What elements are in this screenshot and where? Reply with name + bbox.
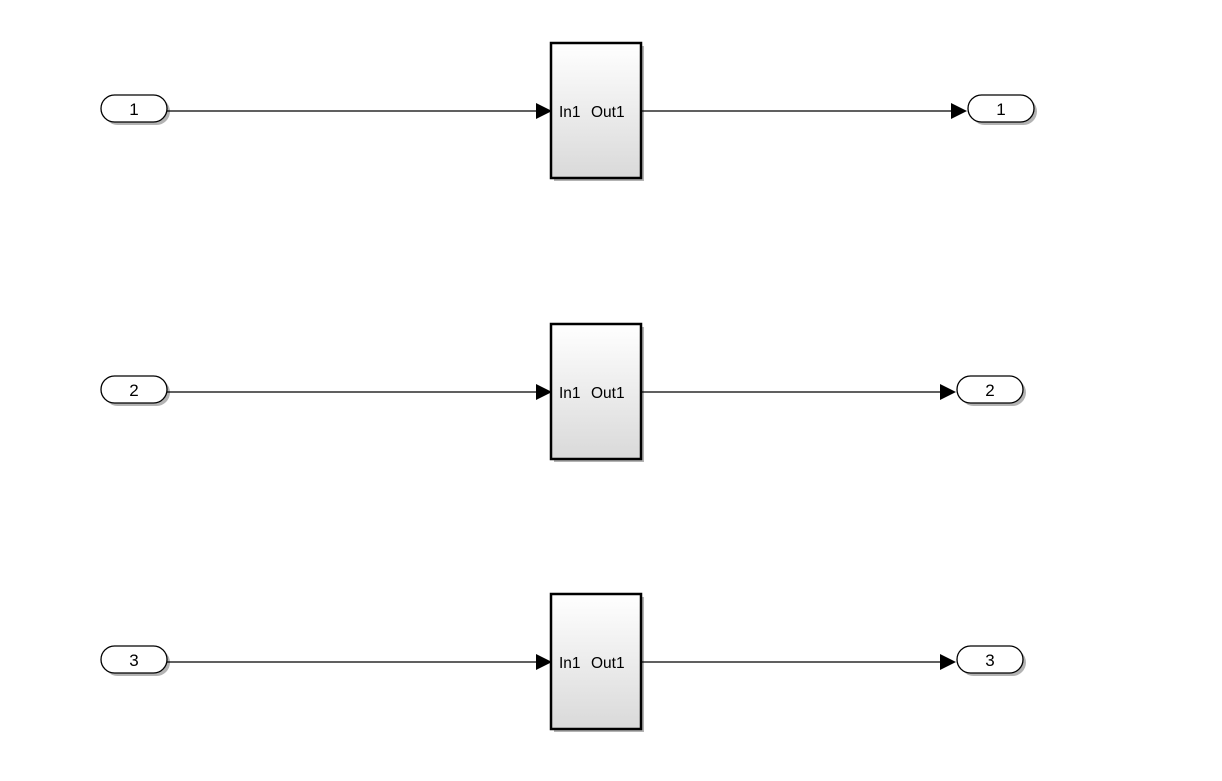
signal-line-out-3[interactable] [641, 654, 956, 670]
inport-1[interactable]: 1 [100, 94, 170, 125]
subsystem-2-out-port-label: Out1 [591, 385, 625, 402]
outport-1[interactable]: 1 [967, 94, 1037, 125]
arrowhead-icon [951, 103, 967, 119]
subsystem-1-out-port-label: Out1 [591, 104, 625, 121]
arrowhead-icon [940, 654, 956, 670]
subsystem-block-3[interactable]: In1 Out1 [549, 592, 644, 732]
subsystem-1-in-port-label: In1 [559, 104, 581, 121]
inport-2-label: 2 [129, 381, 138, 400]
outport-3[interactable]: 3 [956, 645, 1026, 676]
inport-2[interactable]: 2 [100, 375, 170, 406]
inport-1-label: 1 [129, 100, 138, 119]
subsystem-block-2[interactable]: In1 Out1 [549, 322, 644, 462]
arrowhead-icon [536, 654, 552, 670]
subsystem-3-out-port-label: Out1 [591, 655, 625, 672]
signal-line-in-1[interactable] [167, 103, 552, 119]
outport-3-label: 3 [985, 651, 994, 670]
inport-3[interactable]: 3 [100, 645, 170, 676]
arrowhead-icon [536, 384, 552, 400]
signal-line-out-1[interactable] [641, 103, 967, 119]
arrowhead-icon [536, 103, 552, 119]
subsystem-block-1[interactable]: In1 Out1 [549, 41, 644, 181]
arrowhead-icon [940, 384, 956, 400]
inport-3-label: 3 [129, 651, 138, 670]
outport-1-label: 1 [996, 100, 1005, 119]
outport-2-label: 2 [985, 381, 994, 400]
subsystem-2-in-port-label: In1 [559, 385, 581, 402]
diagram-row-1: 1 In1 Out1 1 [100, 41, 1037, 181]
diagram-row-2: 2 In1 Out1 2 [100, 322, 1026, 462]
outport-2[interactable]: 2 [956, 375, 1026, 406]
signal-line-out-2[interactable] [641, 384, 956, 400]
subsystem-3-in-port-label: In1 [559, 655, 581, 672]
signal-line-in-2[interactable] [167, 384, 552, 400]
signal-line-in-3[interactable] [167, 654, 552, 670]
diagram-row-3: 3 In1 Out1 3 [100, 592, 1026, 732]
